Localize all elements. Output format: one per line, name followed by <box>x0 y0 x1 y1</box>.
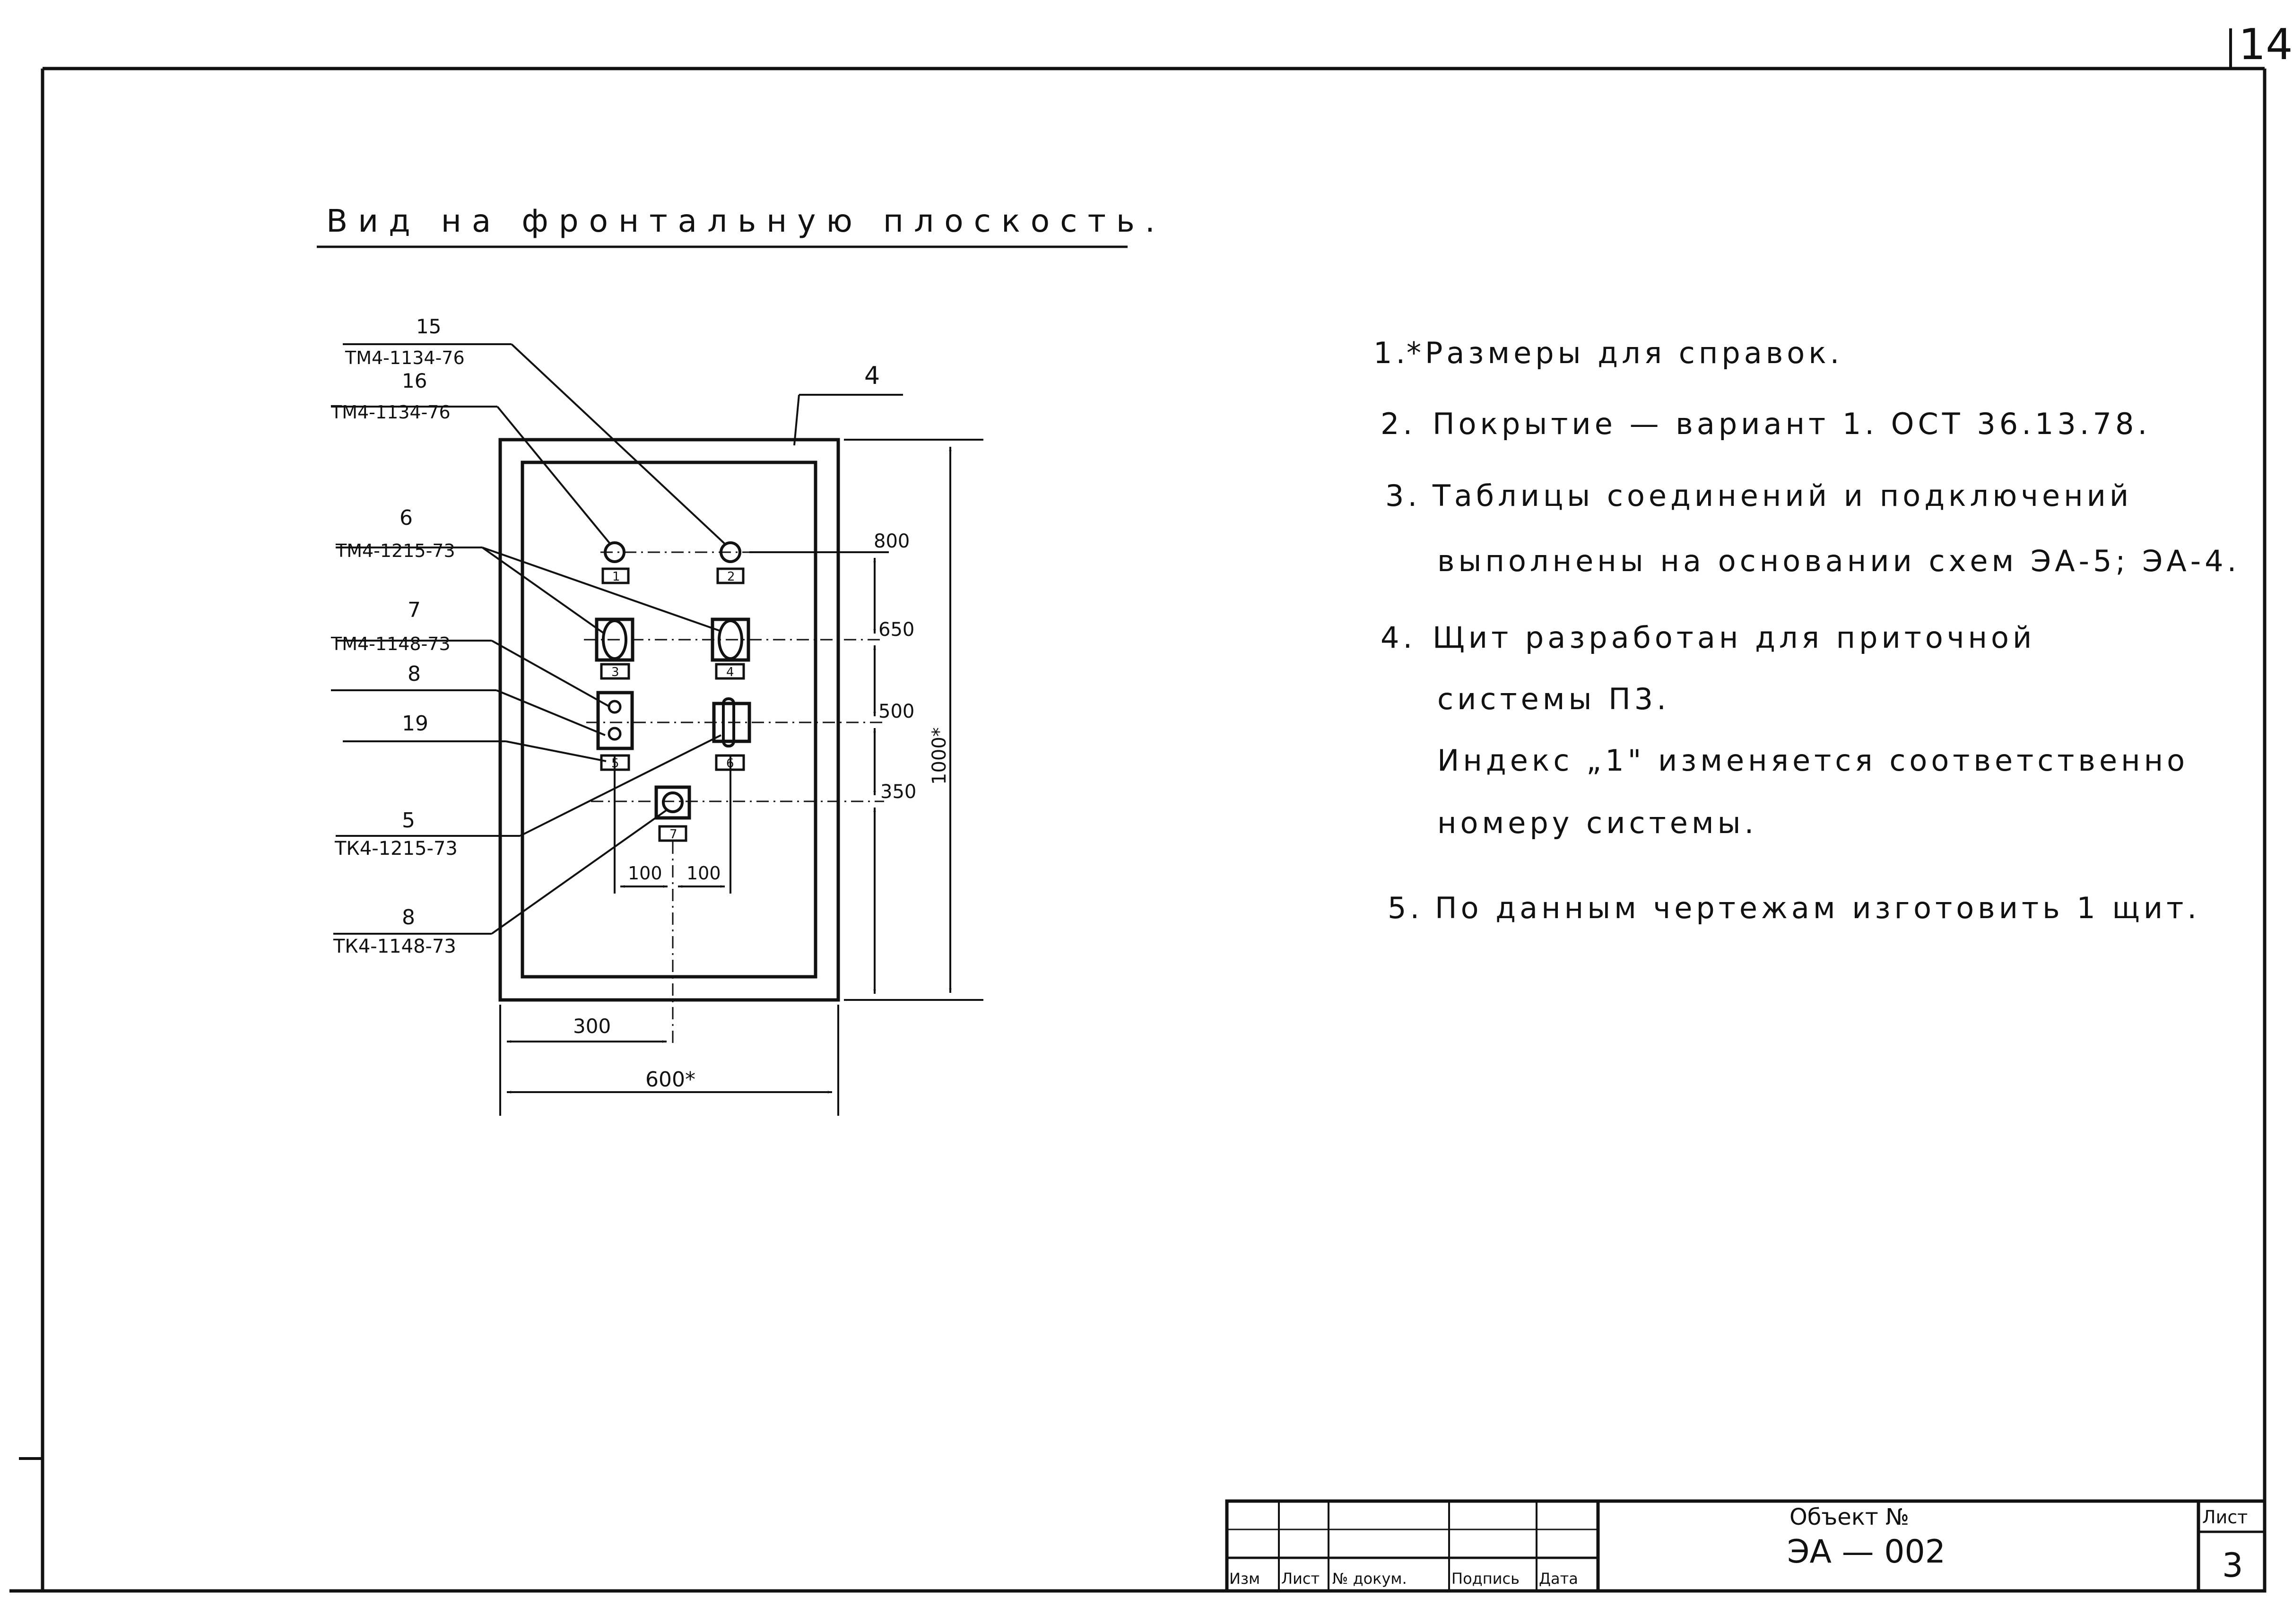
title-block <box>1225 1499 2267 1593</box>
lamp-1-icon <box>604 541 625 563</box>
dim-600: 600* <box>645 1068 695 1092</box>
dim-100-right: 100 <box>686 863 721 884</box>
device-7-icon <box>654 785 691 820</box>
callout-pos-6: 6 <box>400 506 413 530</box>
switch-6-icon <box>712 702 751 743</box>
sheet-number: 14 <box>2239 20 2293 69</box>
callout-pos-15: 15 <box>416 315 441 338</box>
note-4-number: 4. <box>1381 620 1416 655</box>
dim-800: 800 <box>874 530 910 552</box>
callout-pos-7: 7 <box>408 598 421 622</box>
callout-pos-5: 5 <box>402 808 415 833</box>
panel-drawing <box>498 438 884 1045</box>
note-3-text-cont: выполнены на основании схем ЭА-5; ЭА-4. <box>1437 544 2240 578</box>
note-4-text-cont2: Индекс „1" изменяется соответственно <box>1437 743 2189 778</box>
callouts: 15 ТМ4-1134-76 16 ТМ4-1134-76 6 ТМ4-1215… <box>330 315 880 957</box>
device-labels: 1 2 3 4 5 6 7 <box>611 570 735 842</box>
object-number: ЭА — 002 <box>1787 1533 1946 1571</box>
sheet-label: Лист <box>2202 1507 2248 1528</box>
note-1-number: 1. <box>1373 336 1409 370</box>
callout-code-8b: ТК4-1148-73 <box>333 936 456 957</box>
svg-text:4: 4 <box>726 665 734 679</box>
dim-1000: 1000* <box>929 727 950 785</box>
button-5-icon <box>596 691 634 750</box>
callout-code-15: ТМ4-1134-76 <box>345 347 465 368</box>
dim-650: 650 <box>878 619 914 641</box>
callout-code-7: ТМ4-1148-73 <box>330 634 451 654</box>
sheet-value: 3 <box>2222 1546 2243 1585</box>
header-signature: Подпись <box>1451 1570 1520 1588</box>
dim-350: 350 <box>880 781 916 803</box>
drawing-title: Вид на фронтальную плоскость. <box>317 203 1165 248</box>
callout-pos-8b: 8 <box>402 905 415 929</box>
note-4-text-cont3: номеру системы. <box>1437 806 1757 840</box>
note-5-number: 5. <box>1388 891 1423 925</box>
callout-pos-8a: 8 <box>408 662 421 686</box>
header-doc-number: № докум. <box>1332 1570 1407 1588</box>
dim-500: 500 <box>878 701 914 722</box>
note-4-text-cont1: системы П3. <box>1437 682 1670 716</box>
header-list: Лист <box>1281 1570 1320 1588</box>
callout-pos-16: 16 <box>402 369 427 392</box>
note-5-text: По данным чертежам изготовить 1 щит. <box>1435 891 2200 925</box>
panel-inner-frame <box>521 460 817 979</box>
dim-300: 300 <box>573 1015 611 1038</box>
svg-text:1: 1 <box>612 570 620 584</box>
callout-code-6: ТМ4-1215-73 <box>335 540 455 561</box>
note-4-text: Щит разработан для приточной <box>1433 620 2035 655</box>
svg-text:3: 3 <box>611 665 619 679</box>
dim-100-left: 100 <box>628 863 662 884</box>
panel-outer-frame <box>498 438 840 1002</box>
note-3-number: 3. <box>1385 478 1421 513</box>
svg-text:2: 2 <box>727 570 735 584</box>
part-4-label: 4 <box>864 362 880 390</box>
object-label: Объект № <box>1789 1504 1909 1530</box>
note-2-number: 2. <box>1381 407 1416 441</box>
note-2-text: Покрытие — вариант 1. ОСТ 36.13.78. <box>1433 407 2151 441</box>
header-date: Дата <box>1539 1570 1578 1588</box>
dimension-lines <box>499 439 983 1116</box>
title-block-text: Изм Лист № докум. Подпись Дата Объект № … <box>1229 1504 2248 1588</box>
sheet-frame <box>9 28 2267 1593</box>
leader-lines <box>331 343 903 935</box>
lamp-2-icon <box>720 541 741 563</box>
note-3-text: Таблицы соединений и подключений <box>1432 478 2132 513</box>
callout-code-5: ТК4-1215-73 <box>334 838 458 860</box>
callout-code-16: ТМ4-1134-76 <box>330 402 451 423</box>
note-1-text: *Размеры для справок. <box>1407 336 1843 370</box>
notes: 1. *Размеры для справок. 2. Покрытие — в… <box>1373 336 2240 925</box>
dimension-values: 800 650 500 350 1000* 100 100 300 600* <box>573 530 950 1092</box>
view-title: Вид на фронтальную плоскость. <box>326 203 1165 239</box>
header-izm: Изм <box>1229 1570 1260 1588</box>
svg-text:7: 7 <box>669 827 677 842</box>
callout-pos-19: 19 <box>402 712 428 736</box>
